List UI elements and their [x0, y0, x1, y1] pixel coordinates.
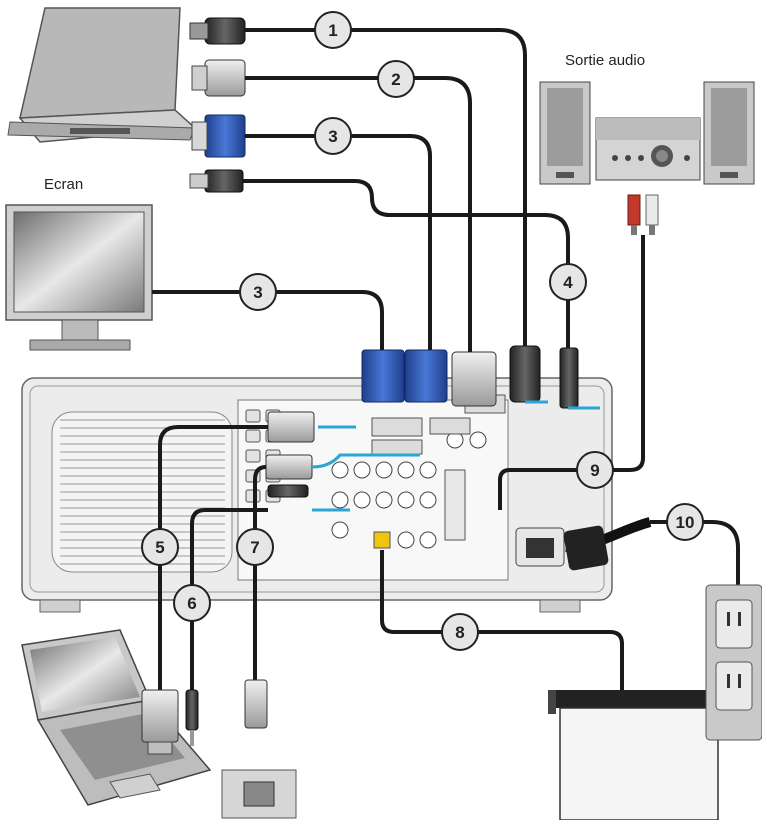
- svg-text:9: 9: [590, 461, 599, 480]
- audio-plug-bottom: [185, 689, 199, 746]
- amplifier: [595, 117, 701, 181]
- cable-3-monitor: [152, 290, 384, 350]
- vga-plug-top: [191, 114, 246, 158]
- laptop-bottom: [21, 629, 212, 806]
- rca-plugs: [627, 194, 659, 235]
- svg-text:3: 3: [253, 283, 262, 302]
- svg-text:5: 5: [155, 538, 164, 557]
- callout-4: 4: [549, 263, 587, 301]
- cable-5: [158, 425, 268, 690]
- hdmi-plug-top: [189, 17, 246, 45]
- cable-8: [380, 550, 624, 690]
- callout-8: 8: [441, 613, 479, 651]
- cable-1: [245, 28, 527, 346]
- callout-9: 9: [576, 451, 614, 489]
- power-inlet: [515, 527, 565, 567]
- cables: [152, 28, 740, 690]
- rj45-plug-in: [265, 454, 313, 480]
- vga-plug-in-1: [361, 349, 405, 403]
- projector: [21, 377, 613, 613]
- svg-text:6: 6: [187, 594, 196, 613]
- cable-10: [650, 520, 740, 585]
- projector-vent: [51, 411, 233, 573]
- power-plug: [563, 517, 652, 571]
- usb-plug-in: [559, 347, 579, 409]
- rj45-plug-bottom: [244, 679, 268, 729]
- cable-9: [498, 235, 645, 510]
- monitor: [5, 204, 153, 351]
- cable-2: [245, 76, 472, 352]
- svg-text:10: 10: [676, 513, 695, 532]
- audio-out-label: Sortie audio: [565, 52, 646, 69]
- laptop-top: [7, 7, 197, 143]
- svg-text:8: 8: [455, 623, 464, 642]
- svg-text:2: 2: [391, 70, 400, 89]
- ethernet-jack: [221, 769, 297, 819]
- callout-2: 2: [377, 60, 415, 98]
- callout-1: 1: [314, 11, 352, 49]
- callout-6: 6: [173, 584, 211, 622]
- callout-7: 7: [236, 528, 274, 566]
- projection-screen: [548, 690, 728, 820]
- cable-3-top: [245, 134, 432, 350]
- svg-text:4: 4: [563, 273, 573, 292]
- serial-plug-bottom: [141, 689, 179, 755]
- monitor-label: Ecran: [44, 176, 84, 193]
- speaker-right: [703, 81, 755, 185]
- callouts: 1 2 3 3 4 5 6 7 8 9 10: [141, 11, 704, 651]
- hdmi-plug-in: [509, 345, 541, 403]
- cable-6: [190, 508, 268, 690]
- callout-3-top: 3: [314, 117, 352, 155]
- cable-7: [253, 465, 267, 680]
- svg-text:7: 7: [250, 538, 259, 557]
- cable-4: [243, 179, 570, 348]
- callout-3-monitor: 3: [239, 273, 277, 311]
- svg-text:1: 1: [328, 21, 337, 40]
- wall-outlet: [705, 584, 762, 741]
- vga-plug-in-2: [404, 349, 448, 403]
- callout-5: 5: [141, 528, 179, 566]
- callout-10: 10: [666, 503, 704, 541]
- serial-plug-in: [267, 411, 315, 443]
- link-arrows: [311, 400, 600, 512]
- dvi-plug-top: [191, 59, 246, 97]
- svg-text:3: 3: [328, 127, 337, 146]
- speaker-left: [539, 81, 591, 185]
- dvi-plug-in: [451, 351, 497, 407]
- usb-plug-top: [189, 169, 244, 193]
- audio-plug-in: [267, 484, 309, 498]
